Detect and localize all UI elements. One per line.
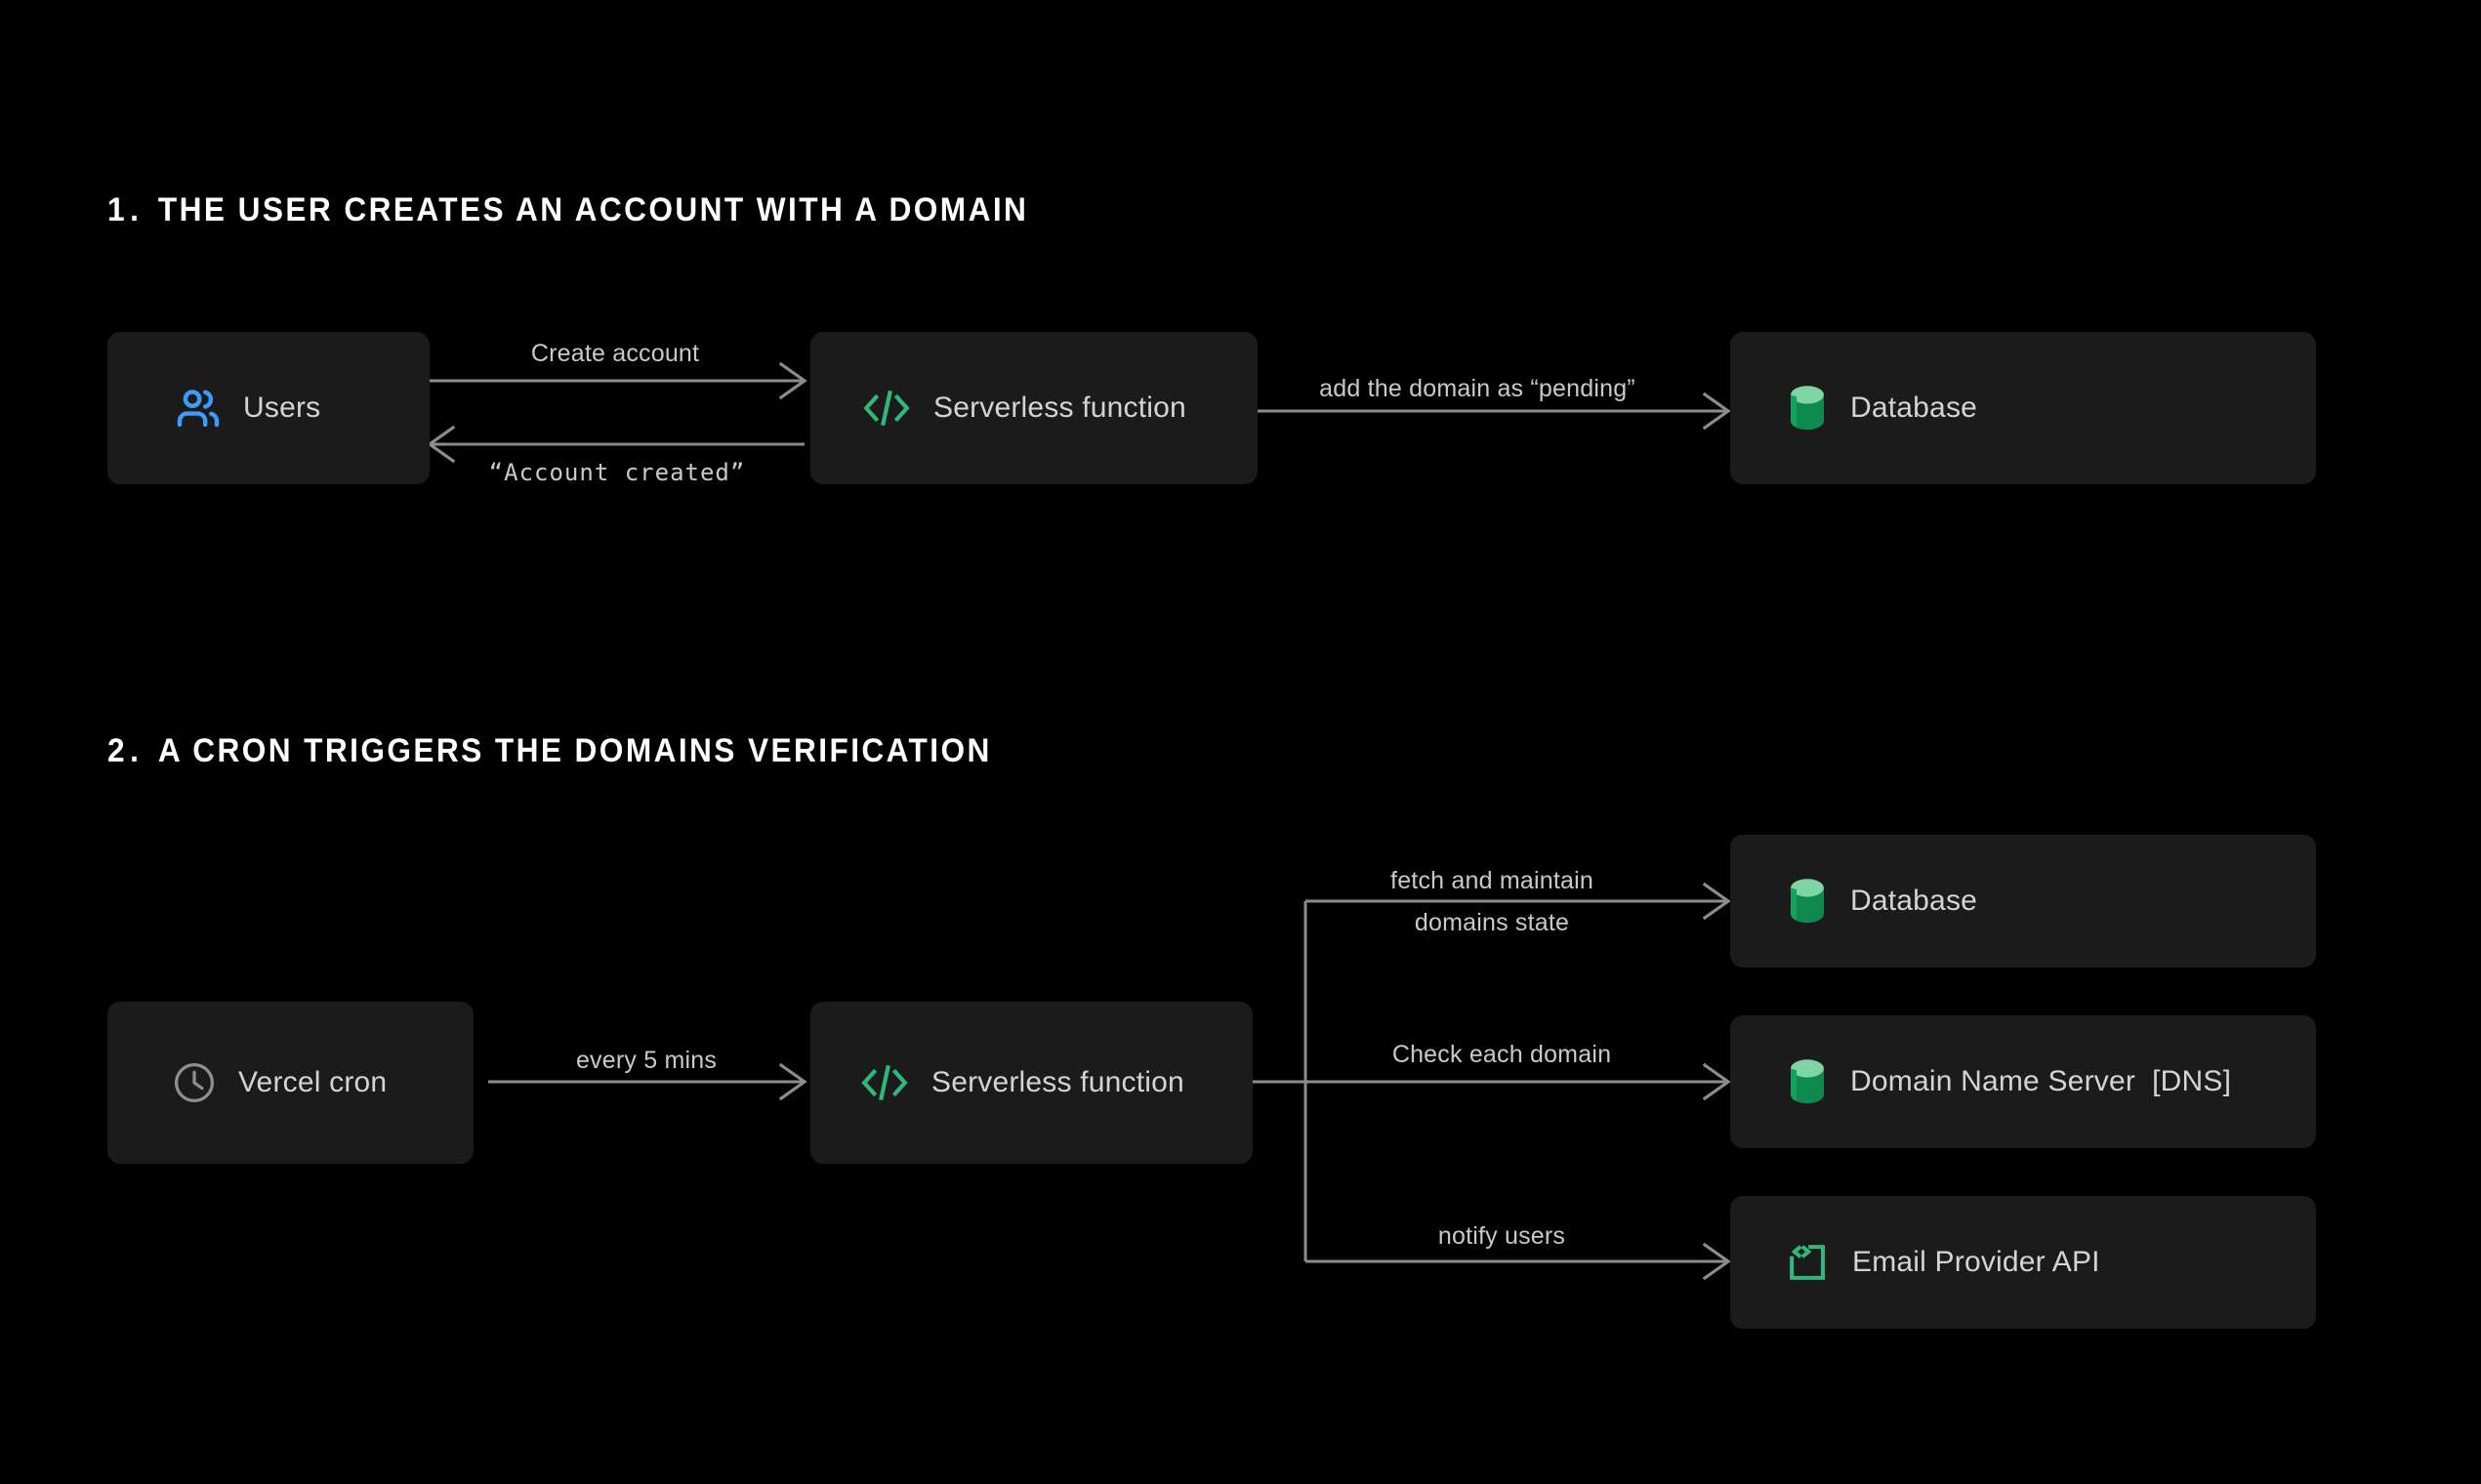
node-dns[interactable]: Domain Name Server [DNS] — [1730, 1015, 2316, 1148]
edge-account-created — [428, 426, 805, 463]
node-serverless-function-1-label: Serverless function — [933, 392, 1186, 424]
section-2-heading: 2. A CRON TRIGGERS THE DOMAINS VERIFICAT… — [107, 732, 992, 770]
clock-icon — [172, 1060, 217, 1105]
node-vercel-cron-label: Vercel cron — [238, 1066, 388, 1098]
node-serverless-function-2-label: Serverless function — [931, 1066, 1184, 1098]
node-dns-label: Domain Name Server [DNS] — [1850, 1065, 2232, 1097]
api-bracket-icon — [1786, 1240, 1831, 1285]
edge-label-create-account: Create account — [530, 340, 700, 367]
edge-create-account — [430, 362, 806, 399]
database-icon — [1786, 876, 1829, 927]
section-1-heading: 1. THE USER CREATES AN ACCOUNT WITH A DO… — [107, 191, 1028, 229]
node-email-provider-api-label: Email Provider API — [1852, 1246, 2100, 1278]
node-database-2[interactable]: Database — [1730, 835, 2316, 968]
code-icon — [859, 1059, 910, 1106]
node-database-1-label: Database — [1850, 392, 1978, 424]
section-2-number: 2. — [107, 732, 158, 769]
node-users-label: Users — [243, 392, 321, 424]
node-vercel-cron[interactable]: Vercel cron — [107, 1002, 474, 1164]
code-icon — [861, 385, 912, 432]
edge-check-domain — [1305, 1063, 1730, 1100]
node-users[interactable]: Users — [107, 332, 430, 484]
section-1-number: 1. — [107, 191, 158, 228]
database-icon — [1786, 1056, 1829, 1107]
edge-label-fetch-maintain-line2: domains state — [1414, 909, 1570, 936]
edge-label-account-created: “Account created” — [488, 459, 746, 486]
edge-label-add-domain: add the domain as “pending” — [1319, 375, 1635, 402]
node-serverless-function-1[interactable]: Serverless function — [810, 332, 1258, 484]
edge-label-every-5-mins: every 5 mins — [575, 1047, 718, 1074]
edge-label-fetch-maintain-line1: fetch and maintain — [1390, 867, 1593, 894]
users-icon — [175, 385, 222, 432]
section-2-title: A CRON TRIGGERS THE DOMAINS VERIFICATION — [157, 732, 992, 769]
node-serverless-function-2[interactable]: Serverless function — [810, 1002, 1253, 1164]
section-1-title: THE USER CREATES AN ACCOUNT WITH A DOMAI… — [157, 191, 1029, 228]
database-icon — [1786, 383, 1829, 433]
edge-label-check-domain: Check each domain — [1391, 1041, 1612, 1068]
node-database-2-label: Database — [1850, 885, 1978, 917]
edge-label-notify-users: notify users — [1437, 1222, 1566, 1250]
node-database-1[interactable]: Database — [1730, 332, 2316, 484]
node-email-provider-api[interactable]: Email Provider API — [1730, 1196, 2316, 1329]
